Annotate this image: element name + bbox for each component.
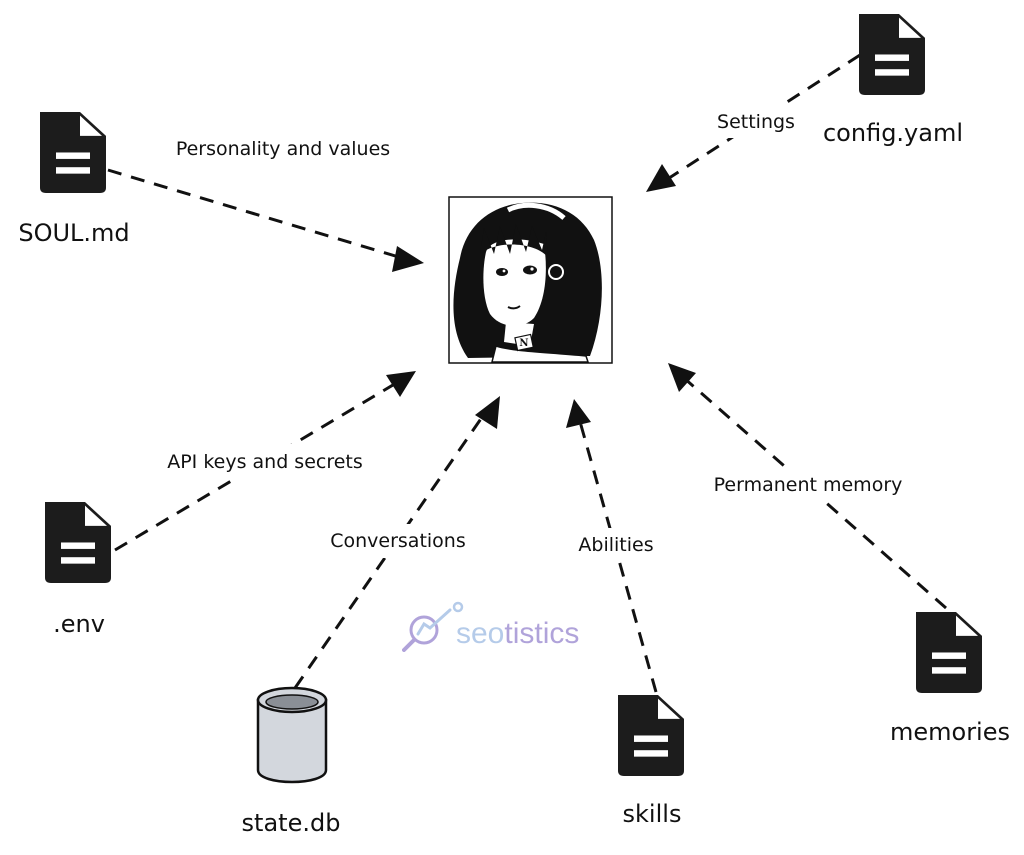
edge-label-text: Abilities <box>578 534 653 556</box>
node-label: memories <box>890 718 1010 746</box>
edge-label-text: Personality and values <box>176 138 390 160</box>
label-background <box>700 467 916 501</box>
node-config: config.yaml <box>823 14 963 147</box>
edge-skills <box>566 399 658 693</box>
document-icon <box>859 14 925 95</box>
anime-girl-avatar-icon: N <box>453 202 602 363</box>
label-background <box>564 528 668 562</box>
edge-env <box>114 371 416 552</box>
watermark-suffix: tistics <box>504 617 579 650</box>
edge-label-env: API keys and secrets <box>136 444 394 478</box>
avatar-badge: N <box>519 338 528 349</box>
label-background <box>702 104 810 138</box>
node-label: config.yaml <box>823 119 963 147</box>
arrowhead <box>566 399 591 428</box>
arrowhead <box>646 164 676 192</box>
watermark: seotistics <box>402 601 579 652</box>
edge-label-text: Permanent memory <box>714 474 903 496</box>
edge-label-state: Conversations <box>312 524 484 558</box>
edge-label-skills: Abilities <box>564 528 668 562</box>
document-icon <box>618 695 684 776</box>
edge-label-text: Conversations <box>330 530 466 552</box>
node-memories: memories <box>890 612 1010 746</box>
node-label: state.db <box>242 809 341 837</box>
node-label: .env <box>53 610 105 638</box>
label-background <box>136 444 394 478</box>
edge-label-text: API keys and secrets <box>167 451 363 473</box>
document-icon <box>916 612 982 693</box>
arrowhead <box>475 396 500 429</box>
node-label: skills <box>623 800 682 828</box>
edge-label-soul: Personality and values <box>150 132 416 164</box>
arrowhead <box>386 371 416 397</box>
edge-label-text: Settings <box>717 111 795 133</box>
node-env: .env <box>45 502 111 638</box>
watermark-text: seotistics <box>456 617 579 650</box>
edge-line <box>107 168 403 260</box>
edge-label-memories: Permanent memory <box>700 467 916 501</box>
node-label: SOUL.md <box>18 219 129 247</box>
node-soul: SOUL.md <box>18 112 130 247</box>
label-background <box>150 132 416 164</box>
edge-soul <box>107 168 424 272</box>
edge-label-config: Settings <box>702 104 810 138</box>
edge-labels: Personality and values Settings API keys… <box>136 104 916 562</box>
center-avatar: N <box>448 196 613 364</box>
edge-line <box>114 380 399 552</box>
label-background <box>312 524 484 558</box>
arrowhead <box>668 363 696 392</box>
document-icon <box>45 502 111 583</box>
edge-line <box>665 53 861 182</box>
edge-config <box>646 53 861 192</box>
document-icon <box>40 112 106 193</box>
magnifier-chart-icon <box>402 601 464 652</box>
arrowhead <box>392 246 424 272</box>
node-state: state.db <box>242 686 341 837</box>
watermark-prefix: seo <box>456 617 504 650</box>
database-cylinder-icon <box>256 686 328 784</box>
node-skills: skills <box>618 695 684 828</box>
